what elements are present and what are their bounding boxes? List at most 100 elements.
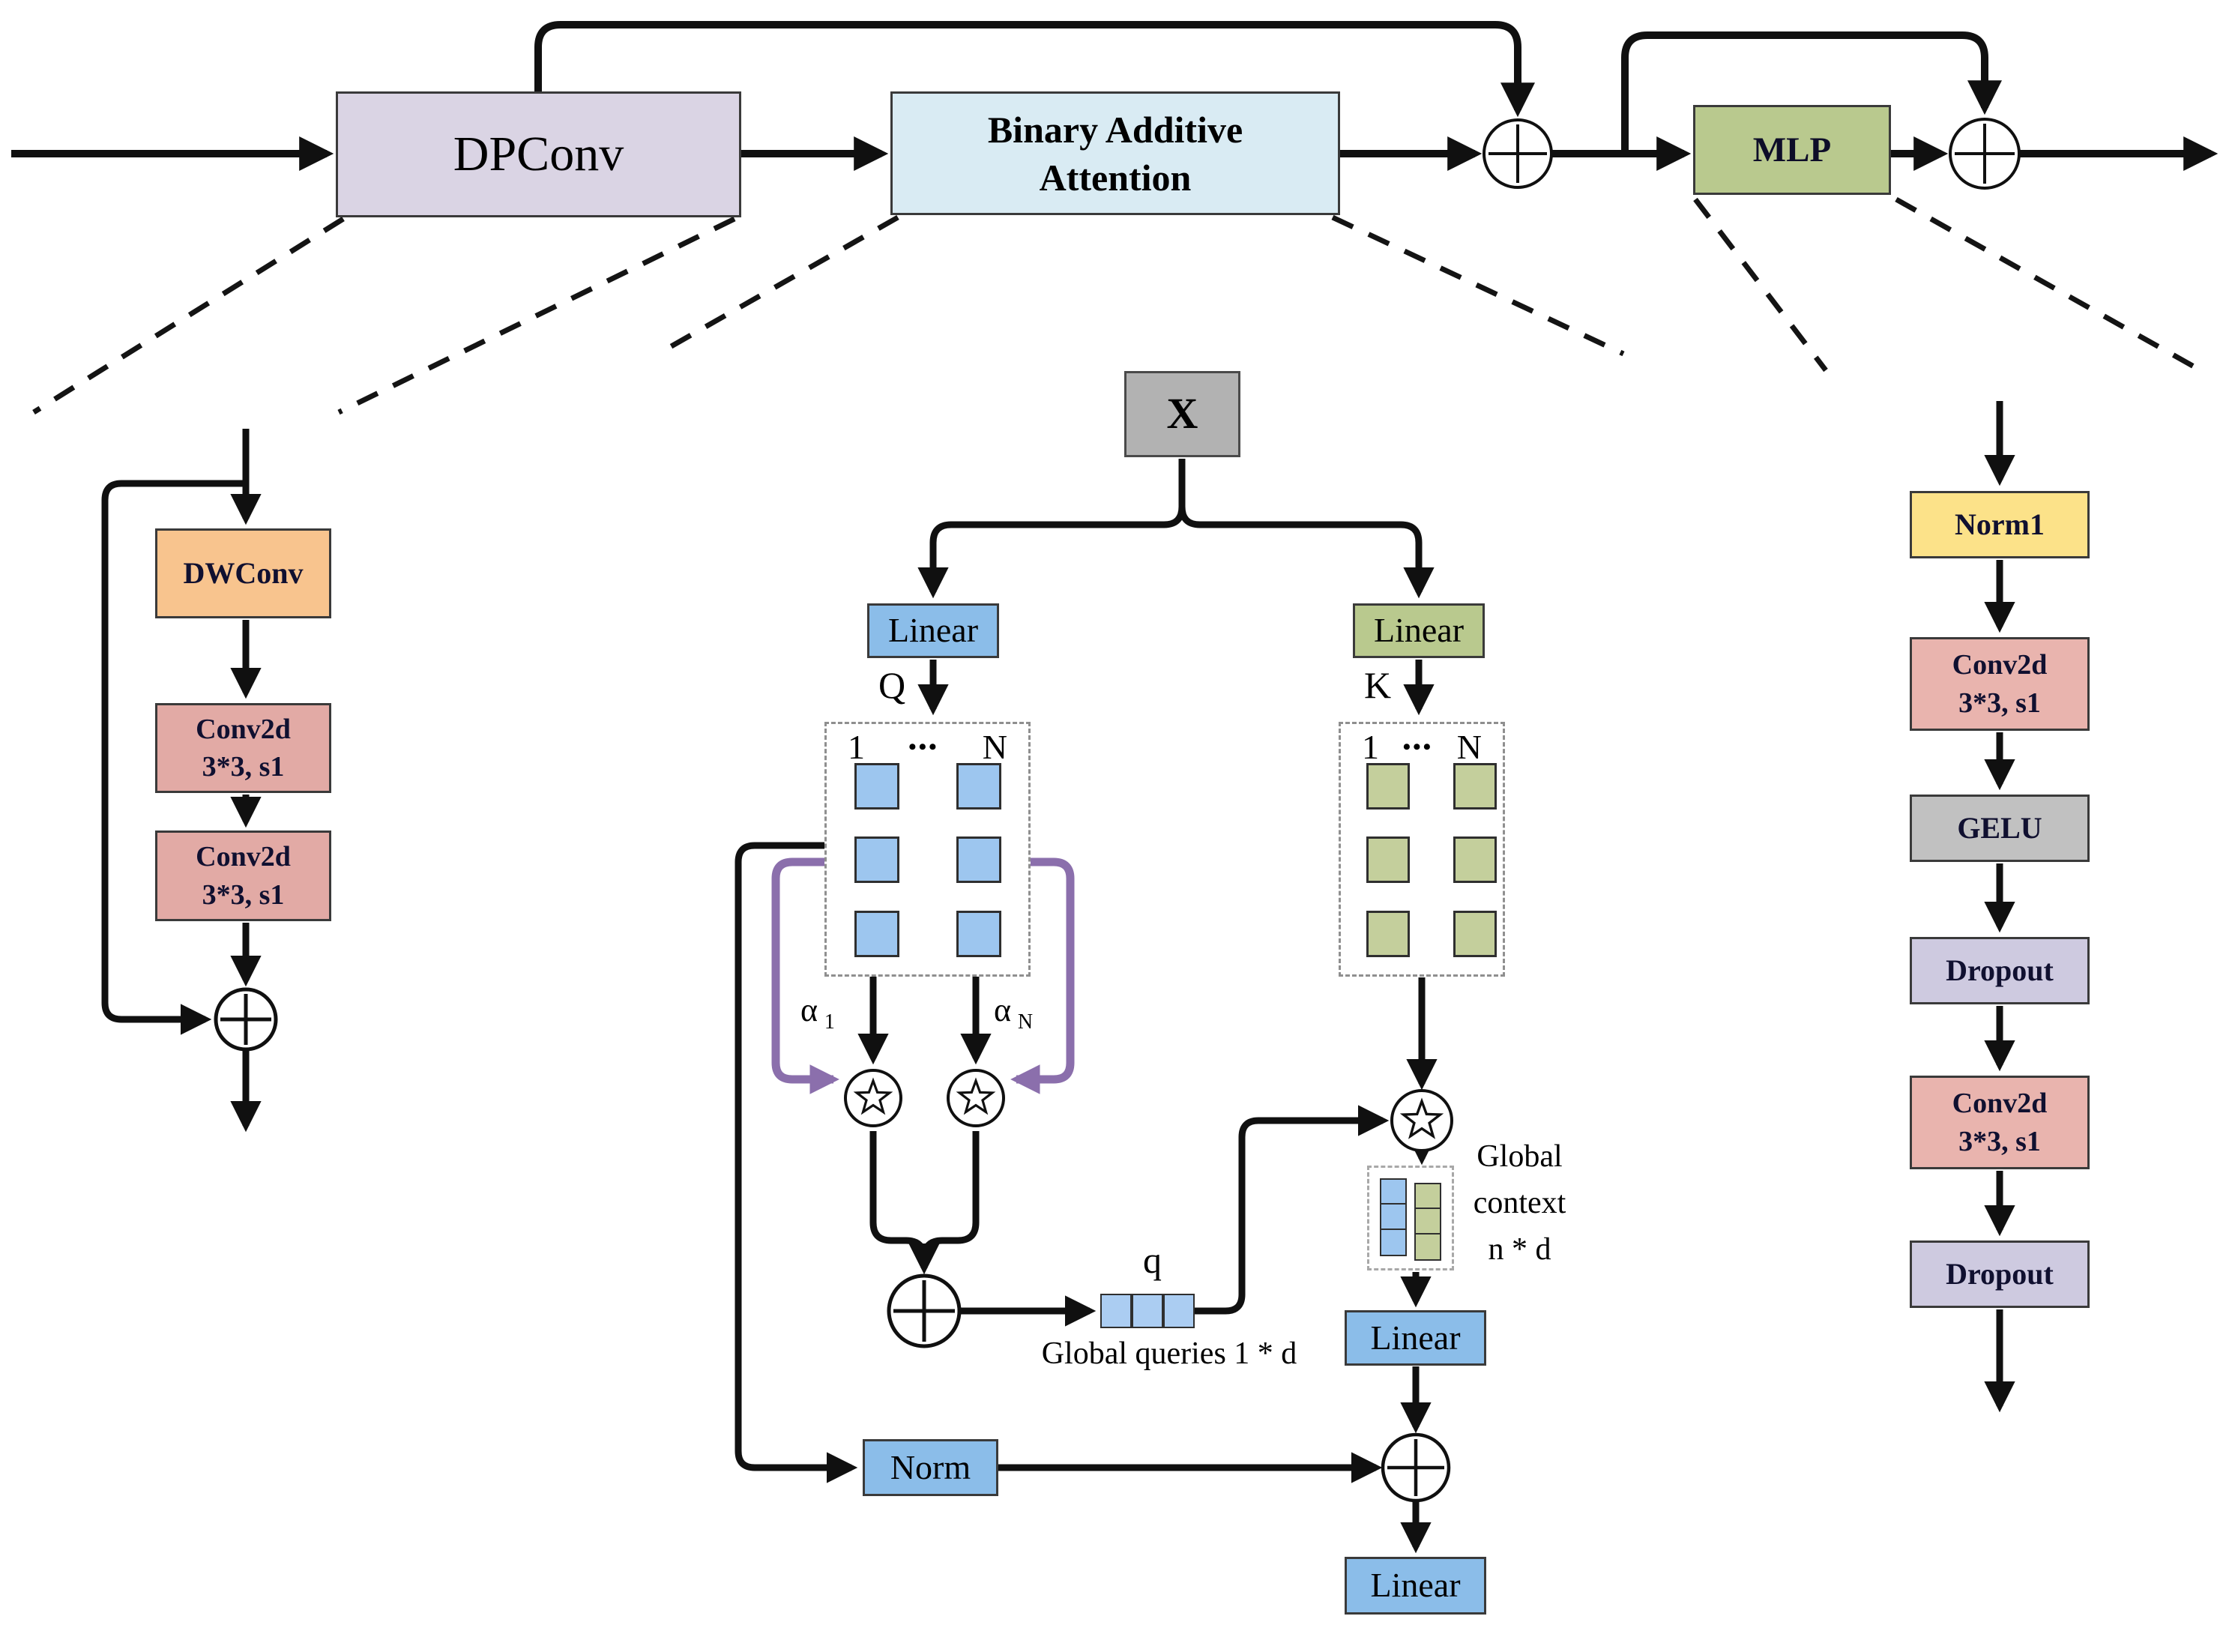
ellipsis-icon: ••• bbox=[908, 735, 939, 759]
add-symbols bbox=[214, 118, 2021, 1503]
purple-bracket-left bbox=[771, 857, 852, 1094]
gelu-label: GELU bbox=[1957, 811, 2042, 845]
key-grid-col1-label: 1 bbox=[1362, 728, 1379, 766]
context-green-cell bbox=[1414, 1183, 1441, 1209]
linear-out-label: Linear bbox=[1370, 1566, 1461, 1605]
add1-circle bbox=[1483, 118, 1553, 189]
mlp-conv1-line1: Conv2d bbox=[1952, 649, 2048, 681]
mlp-zoom-dash-left bbox=[1693, 197, 1828, 373]
dropout2-label: Dropout bbox=[1946, 1257, 2054, 1291]
norm-block: Norm bbox=[863, 1439, 998, 1496]
dpconv-zoom-dash-right bbox=[337, 216, 736, 415]
global-context-line2: context bbox=[1473, 1186, 1566, 1220]
query-cell bbox=[854, 911, 899, 957]
key-cell bbox=[1366, 836, 1410, 883]
dropout2-block: Dropout bbox=[1910, 1240, 2090, 1308]
key-grid: 1 ••• N bbox=[1339, 722, 1505, 977]
dwconv-label: DWConv bbox=[183, 556, 304, 591]
add2-circle bbox=[1949, 118, 2021, 190]
query-cell bbox=[956, 911, 1001, 957]
linear-context-label: Linear bbox=[1370, 1318, 1461, 1357]
dropout1-block: Dropout bbox=[1910, 937, 2090, 1004]
starN-merge-line bbox=[920, 1131, 980, 1265]
query-cell bbox=[956, 836, 1001, 883]
key-cell bbox=[1453, 763, 1497, 810]
key-cell bbox=[1453, 836, 1497, 883]
attention-zoom-dash-left bbox=[657, 214, 899, 357]
linear-k-block: Linear bbox=[1353, 603, 1485, 658]
attention-add2-circle bbox=[1381, 1432, 1451, 1503]
linear-context-block: Linear bbox=[1345, 1310, 1486, 1366]
star-symbols bbox=[844, 1069, 1453, 1152]
context-blue-cell bbox=[1380, 1229, 1407, 1256]
dpconv-block: DPConv bbox=[336, 91, 741, 217]
norm1-label: Norm1 bbox=[1955, 507, 2045, 542]
key-cell bbox=[1366, 911, 1410, 957]
dwconv-block: DWConv bbox=[155, 528, 331, 618]
query-sum-add-circle bbox=[887, 1273, 962, 1348]
query-grid: 1 ••• N bbox=[824, 722, 1031, 977]
query-vector-cell bbox=[1132, 1294, 1163, 1328]
context-blue-strip bbox=[1380, 1178, 1407, 1256]
dpconv-zoom-dash-left bbox=[32, 217, 345, 414]
conv2-line2: 3*3, s1 bbox=[202, 878, 285, 911]
dpconv-conv1-block: Conv2d 3*3, s1 bbox=[155, 703, 331, 793]
x-branch-to-linear-k bbox=[1178, 459, 1435, 599]
global-context-line3: n * d bbox=[1488, 1232, 1551, 1267]
norm-label: Norm bbox=[890, 1447, 971, 1486]
query-grid-col1-label: 1 bbox=[848, 728, 865, 766]
dpconv-conv2-block: Conv2d 3*3, s1 bbox=[155, 830, 331, 921]
skip2-rail bbox=[1621, 31, 2002, 154]
x-label: X bbox=[1166, 389, 1198, 438]
q-letter-label: Q bbox=[878, 664, 906, 706]
context-blue-cell bbox=[1380, 1203, 1407, 1230]
conv2-line1: Conv2d bbox=[196, 841, 291, 873]
context-green-cell bbox=[1414, 1208, 1441, 1235]
binary-additive-attention-block: Binary Additive Attention bbox=[890, 91, 1340, 215]
qvector-to-kstar-line bbox=[1194, 1105, 1390, 1315]
starN-circle bbox=[947, 1069, 1005, 1127]
star1-merge-line bbox=[869, 1131, 928, 1265]
alpha-n-label: α N bbox=[994, 992, 1034, 1034]
key-grid-colN-label: N bbox=[1456, 728, 1482, 766]
mlp-zoom-dash-right bbox=[1895, 196, 2202, 373]
dropout1-label: Dropout bbox=[1946, 953, 2054, 988]
mlp-block: MLP bbox=[1693, 105, 1891, 195]
star1-circle bbox=[844, 1069, 902, 1127]
query-vector-cell bbox=[1100, 1294, 1132, 1328]
context-green-cell bbox=[1414, 1233, 1441, 1261]
attention-zoom-dash-right bbox=[1331, 214, 1625, 357]
norm1-block: Norm1 bbox=[1910, 491, 2090, 558]
global-queries-strip bbox=[1100, 1294, 1195, 1328]
mlp-conv1-line2: 3*3, s1 bbox=[1958, 687, 2041, 719]
context-green-strip bbox=[1414, 1183, 1441, 1261]
query-cell bbox=[956, 763, 1001, 810]
q-vector-letter: q bbox=[1143, 1239, 1162, 1281]
mlp-conv2-line1: Conv2d bbox=[1952, 1088, 2048, 1120]
skip1-rail bbox=[534, 21, 1535, 118]
global-context-box bbox=[1367, 1166, 1454, 1270]
key-cell bbox=[1453, 911, 1497, 957]
key-grid-header: 1 ••• N bbox=[1341, 730, 1503, 765]
dpconv-label: DPConv bbox=[453, 126, 624, 181]
attention-label-line2: Attention bbox=[1039, 156, 1192, 199]
global-queries-caption: Global queries 1 * d bbox=[1041, 1336, 1297, 1371]
attention-label-line1: Binary Additive bbox=[987, 108, 1243, 151]
key-cell bbox=[1366, 763, 1410, 810]
linear-k-label: Linear bbox=[1373, 611, 1465, 650]
context-blue-cell bbox=[1380, 1178, 1407, 1205]
query-grid-colN-label: N bbox=[982, 728, 1007, 766]
linear-out-block: Linear bbox=[1345, 1557, 1486, 1615]
alpha-1-label: α 1 bbox=[800, 992, 835, 1034]
mlp-conv2-block: Conv2d 3*3, s1 bbox=[1910, 1076, 2090, 1169]
x-input-block: X bbox=[1124, 371, 1240, 457]
dpconv-add-circle bbox=[214, 987, 278, 1052]
mlp-conv1-block: Conv2d 3*3, s1 bbox=[1910, 637, 2090, 731]
dpconv-residual-skip bbox=[101, 480, 246, 1035]
x-branch-to-linear-q bbox=[917, 459, 1186, 599]
conv1-line1: Conv2d bbox=[196, 713, 291, 745]
k-letter-label: K bbox=[1363, 664, 1392, 706]
gelu-block: GELU bbox=[1910, 795, 2090, 862]
